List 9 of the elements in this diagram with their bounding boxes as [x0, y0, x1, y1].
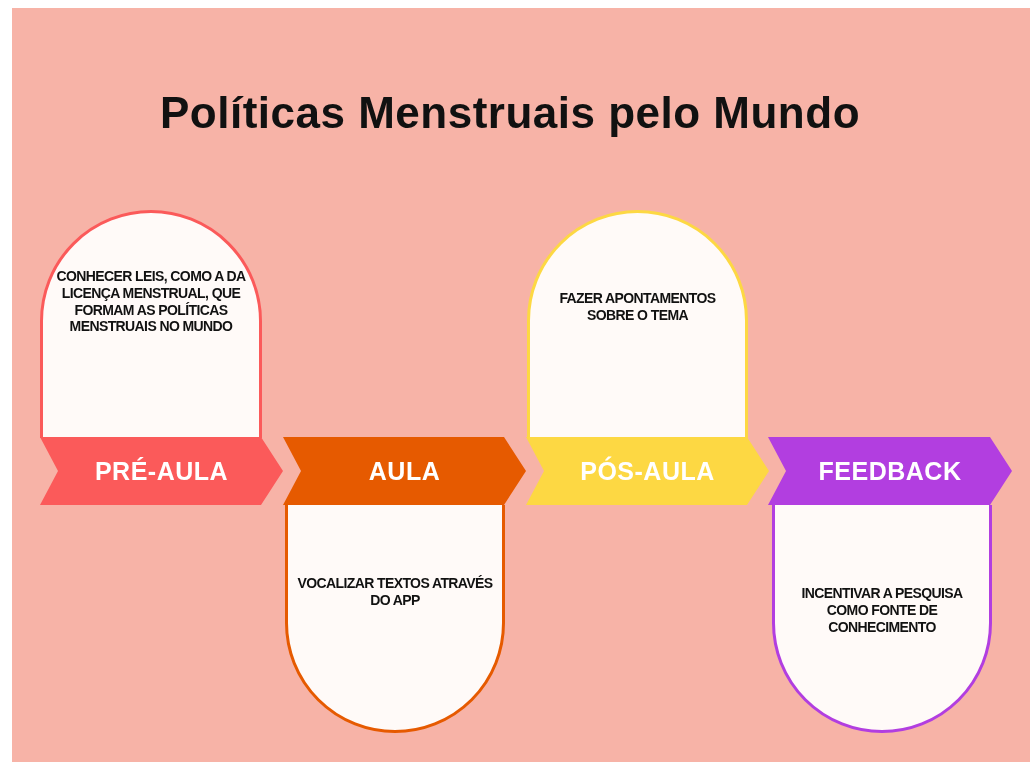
- stage-label: AULA: [367, 456, 442, 486]
- stage-label: PRÉ-AULA: [93, 456, 230, 486]
- stage-label: PÓS-AULA: [579, 456, 716, 486]
- card-text: INCENTIVAR A PESQUISA COMO FONTE DE CONHECIMENTO: [800, 585, 964, 636]
- card-text: CONHECER LEIS, COMO A DA LICENÇA MENSTRUAL, QUE FORMAM AS POLÍTICAS MENSTRUAIS NO MUNDO: [55, 268, 247, 336]
- title: Políticas Menstruais pelo Mundo: [158, 88, 861, 138]
- card-text: VOCALIZAR TEXTOS ATRAVÉS DO APP: [296, 575, 494, 609]
- card-text: FAZER APONTAMENTOS SOBRE O TEMA: [558, 290, 717, 324]
- stage-label: FEEDBACK: [817, 456, 963, 486]
